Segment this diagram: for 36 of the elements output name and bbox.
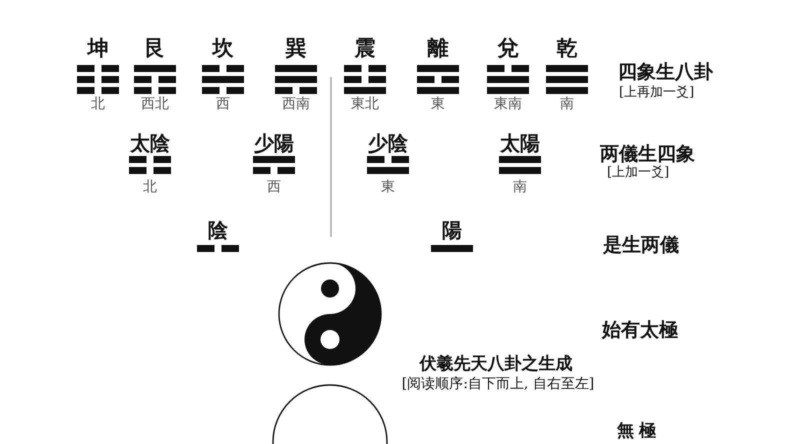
- direction-label: 東: [381, 180, 395, 196]
- digram-name: 太陰: [130, 132, 170, 154]
- direction-label: 西: [216, 97, 230, 112]
- direction-label: 西: [267, 180, 281, 196]
- yin-yang-symbol: [278, 262, 382, 366]
- digram-name: 少陰: [368, 132, 408, 154]
- trigram-name: 巽: [286, 36, 306, 60]
- trigram-name: 艮: [144, 36, 166, 60]
- trigram-name: 坤: [88, 36, 108, 60]
- note-label: [上加一爻]: [607, 166, 670, 181]
- digram-name: 少陽: [254, 132, 294, 154]
- digram-name: 太陽: [500, 132, 540, 154]
- stage-label: 两儀生四象: [600, 144, 695, 165]
- direction-label: 南: [513, 180, 527, 196]
- direction-label: 東北: [351, 97, 379, 112]
- trigram-name: 坎: [212, 36, 234, 60]
- direction-label: 東: [431, 97, 445, 112]
- line-name: 陽: [442, 219, 462, 241]
- trigram-name: 離: [428, 36, 448, 60]
- trigram-name: 乾: [556, 36, 578, 60]
- trigram-name: 兌: [498, 36, 518, 60]
- line-name: 陰: [208, 219, 228, 241]
- diagram-title: 伏羲先天八卦之生成: [420, 355, 572, 375]
- direction-label: 北: [143, 180, 157, 196]
- trigram-name: 震: [354, 36, 376, 60]
- reading-note: [阅读顺序:自下而上, 自右至左]: [402, 376, 594, 392]
- note-label: [上再加一爻]: [619, 86, 694, 101]
- direction-label: 東南: [494, 97, 522, 112]
- stage-label: 是生两儀: [603, 235, 679, 257]
- direction-label: 西北: [141, 97, 169, 112]
- direction-label: 南: [560, 97, 574, 112]
- direction-label: 北: [91, 97, 105, 112]
- direction-label: 西南: [282, 97, 310, 112]
- stage-label: 四象生八卦: [618, 62, 713, 84]
- stage-label: 無極: [617, 422, 662, 442]
- stage-label: 始有太極: [602, 320, 678, 342]
